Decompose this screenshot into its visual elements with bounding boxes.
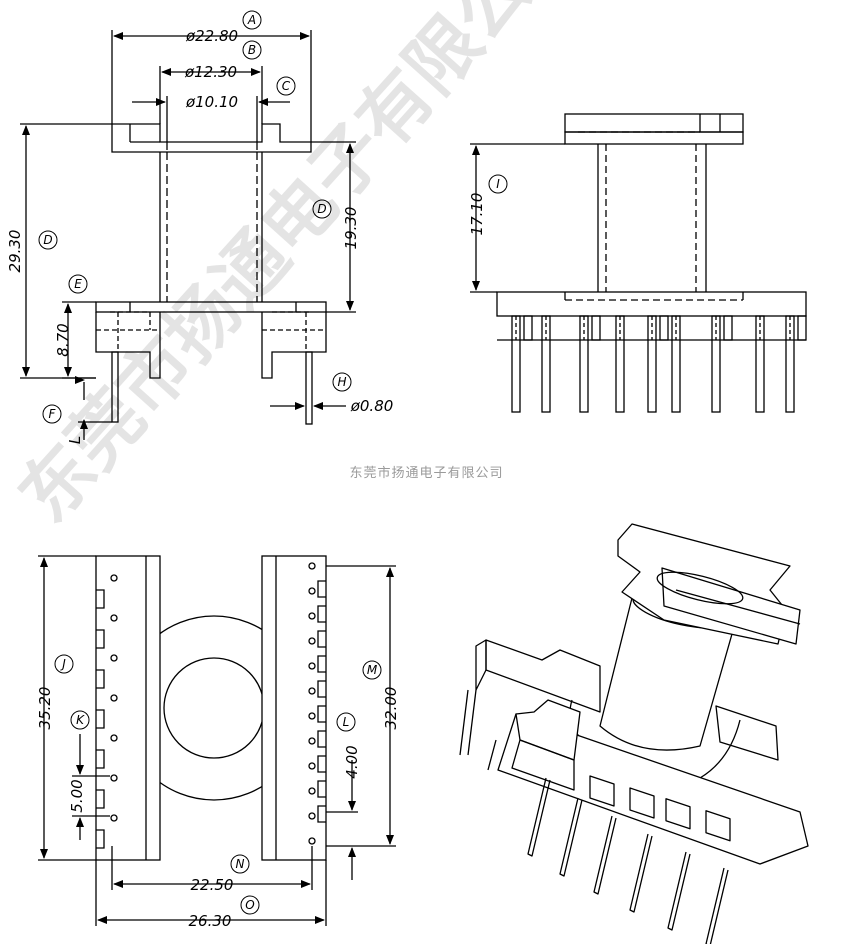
iso-pin <box>527 777 551 857</box>
dim-d1-value: 29.30 <box>6 230 24 273</box>
side-pin-slot <box>797 315 807 341</box>
right-pin-hole <box>308 787 316 795</box>
label-i: I <box>496 177 500 191</box>
iso-pin <box>667 851 691 931</box>
left-pin-hole <box>110 574 118 582</box>
side-pin-slot <box>723 315 733 341</box>
right-pin-hole <box>308 737 316 745</box>
dim-k-value: 5.00 <box>68 779 86 812</box>
right-notch <box>317 805 326 823</box>
iso-pin <box>593 815 617 895</box>
front-view <box>20 30 356 440</box>
bottom-view <box>38 555 396 926</box>
label-m: M <box>367 663 378 677</box>
dim-i-value: 17.10 <box>468 193 486 236</box>
left-pin-hole <box>110 654 118 662</box>
label-k: K <box>76 713 85 727</box>
right-notch <box>317 655 326 673</box>
dim-h-value: ø0.80 <box>350 397 394 415</box>
right-pin-hole <box>308 712 316 720</box>
dim-l-value: 4.00 <box>343 745 361 778</box>
label-h: H <box>337 375 346 389</box>
side-pin-slot <box>591 315 601 341</box>
right-pin-hole <box>308 562 316 570</box>
label-f: F <box>49 407 57 421</box>
left-notch <box>96 829 105 849</box>
right-notch <box>317 780 326 798</box>
iso-pin <box>705 867 729 944</box>
label-c: C <box>282 79 291 93</box>
dim-j-value: 35.20 <box>36 687 54 730</box>
left-notch <box>96 589 105 609</box>
iso-pin-slot <box>665 798 691 830</box>
right-pin-hole <box>308 837 316 845</box>
right-pin-hole <box>308 637 316 645</box>
right-notch <box>317 755 326 773</box>
label-n: N <box>236 857 245 871</box>
dim-m-value: 32.00 <box>382 687 400 730</box>
iso-pin <box>629 833 653 913</box>
left-notch <box>96 709 105 729</box>
dim-d2-value: 19.30 <box>342 207 360 250</box>
label-j: J <box>60 657 66 671</box>
dim-a-value: ø22.80 <box>185 27 238 45</box>
label-e: E <box>74 277 82 291</box>
right-pin-hole <box>308 762 316 770</box>
right-notch <box>317 680 326 698</box>
dim-f-value: L <box>66 436 84 444</box>
right-notch <box>317 580 326 598</box>
label-o: O <box>245 898 254 912</box>
left-notch <box>96 789 105 809</box>
right-notch <box>317 630 326 648</box>
isometric-view <box>459 523 809 944</box>
side-pin-slot <box>659 315 669 341</box>
dim-e-value: 8.70 <box>54 323 72 356</box>
right-pin-hole <box>308 587 316 595</box>
left-pin-hole <box>110 614 118 622</box>
label-l: L <box>343 715 350 729</box>
left-notch <box>96 629 105 649</box>
left-notch <box>96 669 105 689</box>
right-notch <box>317 705 326 723</box>
label-b: B <box>248 43 256 57</box>
right-pin-hole <box>308 662 316 670</box>
iso-pin-slot <box>589 775 615 807</box>
left-pin-hole <box>110 814 118 822</box>
left-pin-hole <box>110 774 118 782</box>
label-a: A <box>247 13 256 27</box>
iso-pin-slot <box>705 810 731 842</box>
left-pin-hole <box>110 734 118 742</box>
side-pin-slot <box>523 315 533 341</box>
iso-pin <box>559 797 583 877</box>
label-d-height: D <box>317 202 326 216</box>
right-notch <box>317 605 326 623</box>
left-pin-hole <box>110 694 118 702</box>
right-notch <box>317 730 326 748</box>
company-caption: 东莞市扬通电子有限公司 <box>349 466 504 481</box>
dim-c-value: ø10.10 <box>185 93 238 111</box>
right-pin-hole <box>308 812 316 820</box>
dim-b-value: ø12.30 <box>184 63 237 81</box>
right-pin-hole <box>308 612 316 620</box>
iso-pin-slot <box>629 787 655 819</box>
left-notch <box>96 749 105 769</box>
label-d-front: D <box>43 233 52 247</box>
right-pin-hole <box>308 687 316 695</box>
dim-n-value: 22.50 <box>191 876 234 894</box>
dim-o-value: 26.30 <box>189 912 232 930</box>
dimension-labels: A ø22.80 B ø12.30 C ø10.10 D 29.30 D 19.… <box>6 10 508 930</box>
side-view <box>470 113 807 413</box>
